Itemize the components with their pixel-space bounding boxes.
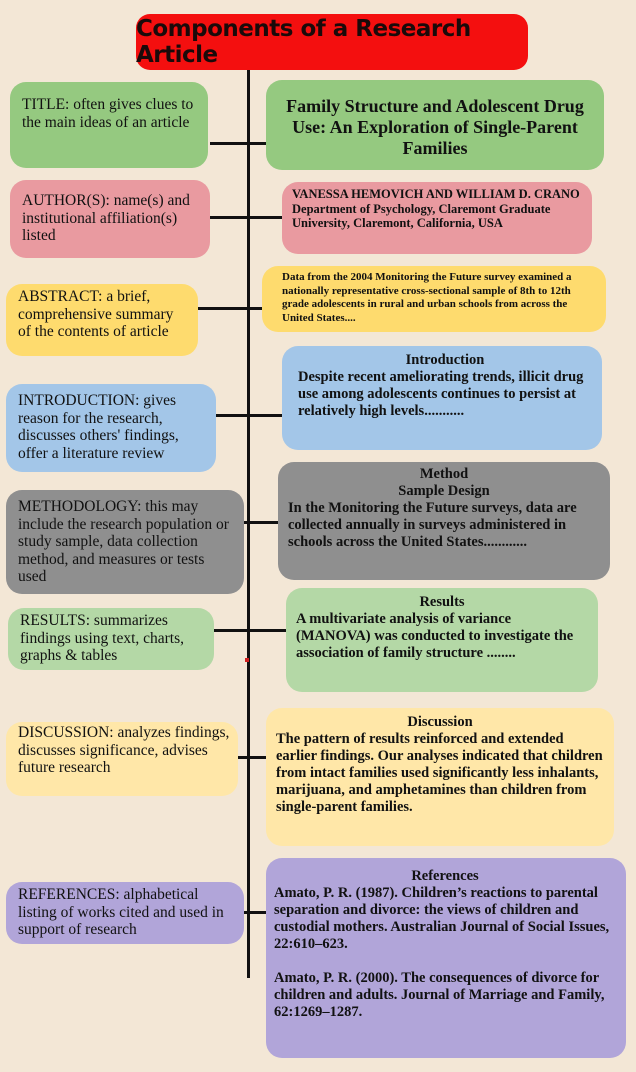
label-title-text: TITLE: often gives clues to the main ide…	[22, 96, 194, 131]
introduction-text: Despite recent ameliorating trends, illi…	[298, 369, 584, 419]
page-title: Components of a Research Article	[136, 14, 528, 70]
label-results: RESULTS: summarizes findings using text,…	[8, 608, 214, 670]
method-text: In the Monitoring the Future surveys, da…	[288, 500, 577, 550]
label-methodology: METHODOLOGY: this may include the resear…	[6, 490, 244, 594]
label-methodology-text: METHODOLOGY: this may include the resear…	[18, 498, 229, 585]
discussion-heading: Discussion	[407, 714, 473, 730]
content-title: Family Structure and Adolescent Drug Use…	[266, 80, 604, 170]
label-references-text: REFERENCES: alphabetical listing of work…	[18, 886, 224, 938]
label-author-text: AUTHOR(S): name(s) and institutional aff…	[22, 192, 190, 244]
connector-references	[244, 911, 266, 914]
content-references: References Amato, P. R. (1987). Children…	[266, 858, 626, 1058]
introduction-heading: Introduction	[405, 352, 485, 368]
stray-mark	[245, 658, 249, 662]
label-author: AUTHOR(S): name(s) and institutional aff…	[10, 180, 210, 258]
content-method: Method Sample Design In the Monitoring t…	[278, 462, 610, 580]
label-abstract-text: ABSTRACT: a brief, comprehensive summary…	[18, 288, 174, 340]
discussion-text: The pattern of results reinforced and ex…	[276, 731, 603, 815]
connector-results	[214, 629, 288, 632]
connector-method	[244, 521, 278, 524]
content-author: VANESSA HEMOVICH AND WILLIAM D. CRANO De…	[282, 182, 592, 254]
article-title: Family Structure and Adolescent Drug Use…	[286, 96, 584, 158]
timeline-spine	[247, 60, 250, 978]
label-introduction: INTRODUCTION: gives reason for the resea…	[6, 384, 216, 472]
content-introduction: Introduction Despite recent ameliorating…	[282, 346, 602, 450]
results-heading: Results	[419, 594, 465, 610]
method-heading: Method	[419, 466, 469, 482]
connector-abstract	[198, 307, 262, 310]
reference-1: Amato, P. R. (1987). Children’s reaction…	[274, 885, 610, 952]
content-discussion: Discussion The pattern of results reinfo…	[266, 708, 614, 846]
connector-introduction	[216, 414, 282, 417]
label-references: REFERENCES: alphabetical listing of work…	[6, 882, 244, 944]
connector-title	[210, 142, 266, 145]
connector-discussion	[238, 756, 268, 759]
results-text: A multivariate analysis of variance (MAN…	[296, 611, 574, 661]
abstract-text: Data from the 2004 Monitoring the Future…	[282, 271, 572, 324]
label-discussion-text: DISCUSSION: analyzes findings, discusses…	[18, 724, 230, 776]
method-subheading: Sample Design	[398, 483, 490, 499]
label-abstract: ABSTRACT: a brief, comprehensive summary…	[6, 284, 198, 356]
content-results: Results A multivariate analysis of varia…	[286, 588, 598, 692]
label-introduction-text: INTRODUCTION: gives reason for the resea…	[18, 392, 179, 462]
content-abstract: Data from the 2004 Monitoring the Future…	[262, 266, 606, 332]
label-title: TITLE: often gives clues to the main ide…	[10, 82, 208, 168]
connector-author	[210, 216, 282, 219]
label-results-text: RESULTS: summarizes findings using text,…	[20, 612, 185, 664]
author-text: VANESSA HEMOVICH AND WILLIAM D. CRANO De…	[292, 187, 580, 230]
references-heading: References	[411, 868, 479, 884]
label-discussion: DISCUSSION: analyzes findings, discusses…	[6, 722, 238, 796]
reference-2: Amato, P. R. (2000). The consequences of…	[274, 970, 605, 1020]
